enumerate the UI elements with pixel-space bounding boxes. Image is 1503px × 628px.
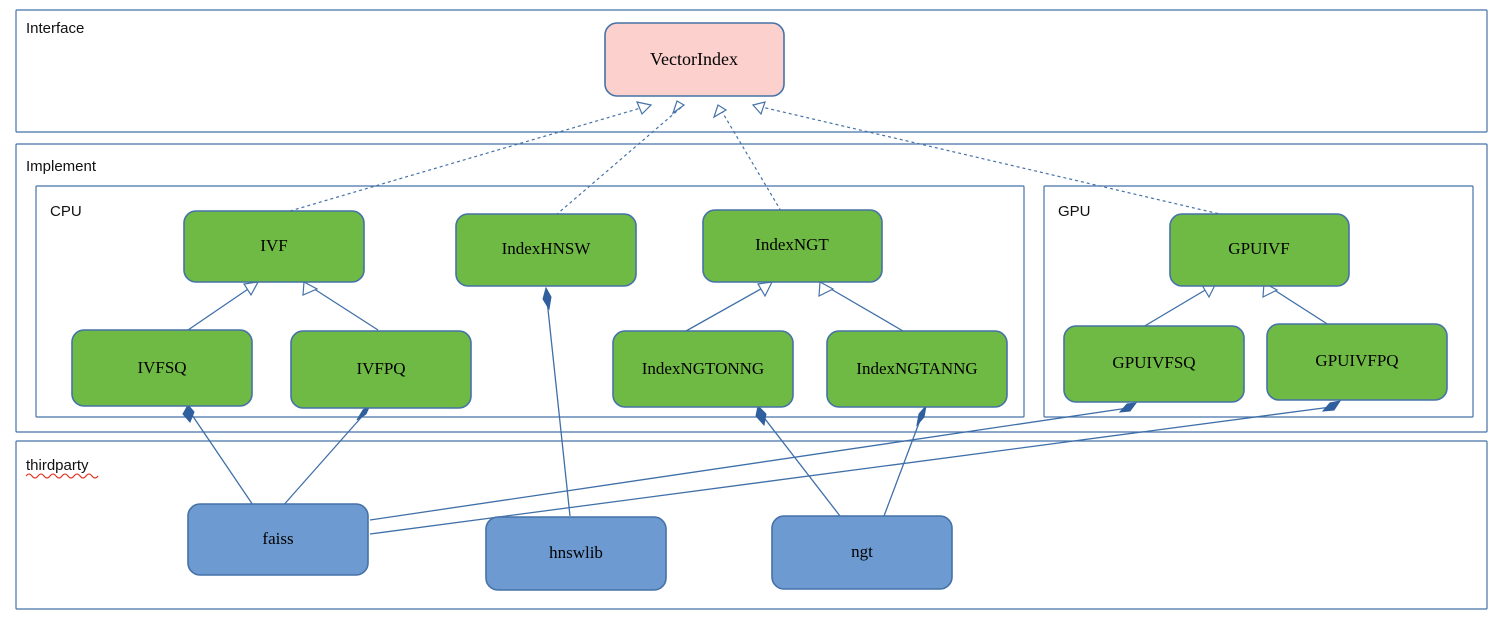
filled-diamond-arrowhead-icon: [916, 404, 927, 427]
vectorindex-box[interactable]: [604, 22, 785, 97]
vectorindex-label: VectorIndex: [650, 49, 738, 69]
thirdparty-container-rect: [15, 440, 1488, 610]
ivf-box[interactable]: [183, 210, 365, 283]
spellcheck-squiggle-icon: [25, 473, 99, 479]
hnswlib-box[interactable]: [485, 516, 667, 591]
ngt-box[interactable]: [771, 515, 953, 590]
edge-ivfsq-to-ivf: [187, 281, 260, 331]
indexngt-box[interactable]: [702, 209, 883, 283]
faiss-box[interactable]: [187, 503, 369, 576]
ivfsq-box[interactable]: [71, 329, 253, 407]
gpuivfpq-box[interactable]: [1266, 323, 1448, 401]
indexhnsw-box[interactable]: [455, 213, 637, 287]
hollow-triangle-arrowhead-icon: [671, 100, 686, 115]
ivfpq-box[interactable]: [290, 330, 472, 409]
gpuivf-box[interactable]: [1169, 213, 1350, 287]
node-ivfpq[interactable]: IVFPQ: [290, 330, 472, 409]
edge-faiss-to-ivfsq: [182, 404, 256, 509]
node-indexhnsw[interactable]: IndexHNSW: [455, 213, 637, 287]
node-ivf[interactable]: IVF: [183, 210, 365, 283]
node-gpuivfpq[interactable]: GPUIVFPQ: [1266, 323, 1448, 401]
hollow-triangle-arrowhead-icon: [636, 101, 653, 116]
ngt-label: ngt: [851, 542, 873, 561]
edge-ivf-to-vectorindex: [289, 101, 653, 212]
interface-group-label: Interface: [26, 20, 84, 37]
implement-group-label: Implement: [26, 158, 97, 175]
node-indexngtanng[interactable]: IndexNGTANNG: [826, 330, 1008, 408]
edge-ngtanng-to-indexngt: [818, 281, 904, 332]
edge-indexhnsw-to-vectorindex: [555, 100, 686, 216]
gpuivfsq-box[interactable]: [1063, 325, 1245, 403]
thirdparty-group-label: thirdparty: [26, 457, 89, 474]
node-indexngtonng[interactable]: IndexNGTONNG: [612, 330, 794, 408]
node-vectorindex[interactable]: VectorIndex: [604, 22, 785, 97]
indexngt-label: IndexNGT: [755, 235, 829, 254]
group-thirdparty: thirdparty: [15, 440, 1488, 610]
filled-diamond-arrowhead-icon: [1321, 400, 1342, 412]
node-ivfsq[interactable]: IVFSQ: [71, 329, 253, 407]
hollow-triangle-arrowhead-icon: [751, 101, 766, 116]
node-gpuivf[interactable]: GPUIVF: [1169, 213, 1350, 287]
edge-hnswlib-to-indexhnsw: [542, 286, 571, 517]
node-indexngt[interactable]: IndexNGT: [702, 209, 883, 283]
edge-faiss-to-gpuivfpq: [369, 400, 1342, 535]
edge-ngt-to-ngtanng: [883, 404, 927, 517]
edge-gpuivf-to-vectorindex: [751, 101, 1225, 216]
node-ngt[interactable]: ngt: [771, 515, 953, 590]
edge-indexngt-to-vectorindex: [712, 104, 782, 212]
edge-ivfpq-to-ivf: [302, 281, 379, 331]
faiss-label: faiss: [262, 529, 293, 548]
filled-diamond-arrowhead-icon: [755, 404, 767, 427]
indexhnsw-label: IndexHNSW: [502, 239, 592, 258]
ivfpq-label: IVFPQ: [356, 359, 405, 378]
hollow-triangle-arrowhead-icon: [818, 281, 835, 298]
gpuivfsq-label: GPUIVFSQ: [1112, 353, 1195, 372]
ivfsq-label: IVFSQ: [137, 358, 186, 377]
hollow-triangle-arrowhead-icon: [302, 281, 319, 296]
filled-diamond-arrowhead-icon: [542, 286, 552, 311]
gpuivf-label: GPUIVF: [1228, 239, 1289, 258]
hollow-triangle-arrowhead-icon: [242, 281, 260, 297]
indexngtonng-label: IndexNGTONNG: [642, 359, 764, 378]
edge-faiss-to-gpuivfsq: [369, 402, 1138, 521]
indexngtanng-box[interactable]: [826, 330, 1008, 408]
filled-diamond-arrowhead-icon: [1118, 402, 1138, 413]
edge-ngt-to-ngtonng: [755, 404, 841, 517]
node-faiss[interactable]: faiss: [187, 503, 369, 576]
node-hnswlib[interactable]: hnswlib: [485, 516, 667, 591]
gpu-group-label: GPU: [1058, 203, 1091, 220]
edge-ngtonng-to-indexngt: [685, 281, 774, 332]
hollow-triangle-arrowhead-icon: [757, 281, 774, 298]
hollow-triangle-arrowhead-icon: [712, 104, 728, 119]
indexngtanng-label: IndexNGTANNG: [856, 359, 977, 378]
filled-diamond-arrowhead-icon: [182, 404, 195, 423]
cpu-group-label: CPU: [50, 203, 82, 220]
indexngtonng-box[interactable]: [612, 330, 794, 408]
gpuivfpq-label: GPUIVFPQ: [1315, 351, 1398, 370]
node-gpuivfsq[interactable]: GPUIVFSQ: [1063, 325, 1245, 403]
ivf-label: IVF: [260, 236, 287, 255]
hnswlib-label: hnswlib: [549, 543, 603, 562]
